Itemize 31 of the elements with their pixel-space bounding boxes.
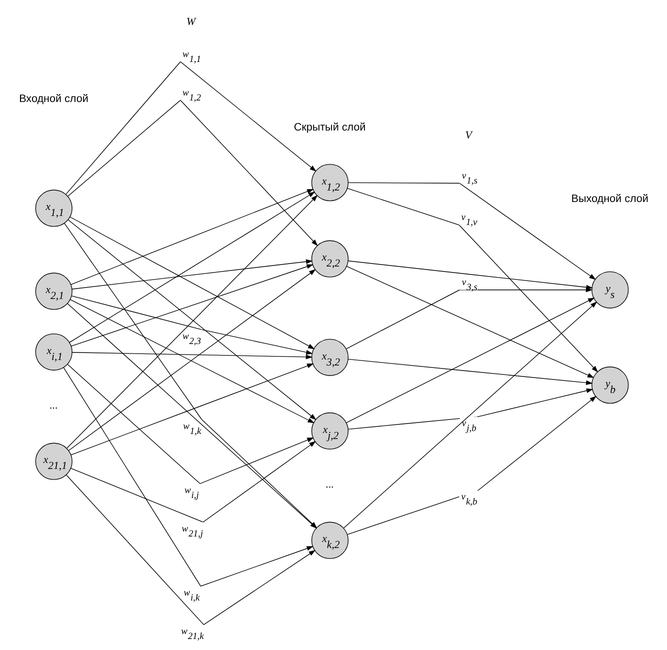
arrow bbox=[65, 61, 316, 195]
arrow bbox=[67, 100, 318, 246]
arrow bbox=[71, 352, 312, 360]
arrow bbox=[66, 194, 318, 449]
arrow bbox=[67, 219, 316, 420]
label: V bbox=[464, 130, 472, 142]
arrow bbox=[69, 299, 314, 424]
arrow bbox=[347, 358, 592, 386]
arrow bbox=[342, 301, 597, 528]
arrow bbox=[346, 288, 592, 350]
arrow bbox=[70, 363, 314, 456]
arrow bbox=[66, 474, 316, 626]
arrow bbox=[66, 364, 314, 484]
arrow bbox=[346, 298, 594, 424]
arrow bbox=[68, 269, 316, 451]
arrow bbox=[62, 367, 313, 587]
arrow bbox=[70, 264, 313, 347]
label: Скрытый слой bbox=[293, 121, 366, 134]
label: ... bbox=[325, 478, 334, 491]
label: Входной слой bbox=[18, 93, 88, 106]
arrow bbox=[70, 296, 312, 355]
label: ... bbox=[49, 400, 58, 412]
label: Выходной слой bbox=[570, 193, 648, 206]
arrow bbox=[346, 188, 598, 372]
arrow bbox=[70, 441, 316, 522]
arrow bbox=[347, 182, 596, 280]
arrow bbox=[71, 259, 312, 290]
arrow bbox=[70, 188, 314, 285]
arrow bbox=[69, 216, 314, 350]
label: W bbox=[186, 16, 196, 28]
arrow bbox=[346, 396, 596, 535]
